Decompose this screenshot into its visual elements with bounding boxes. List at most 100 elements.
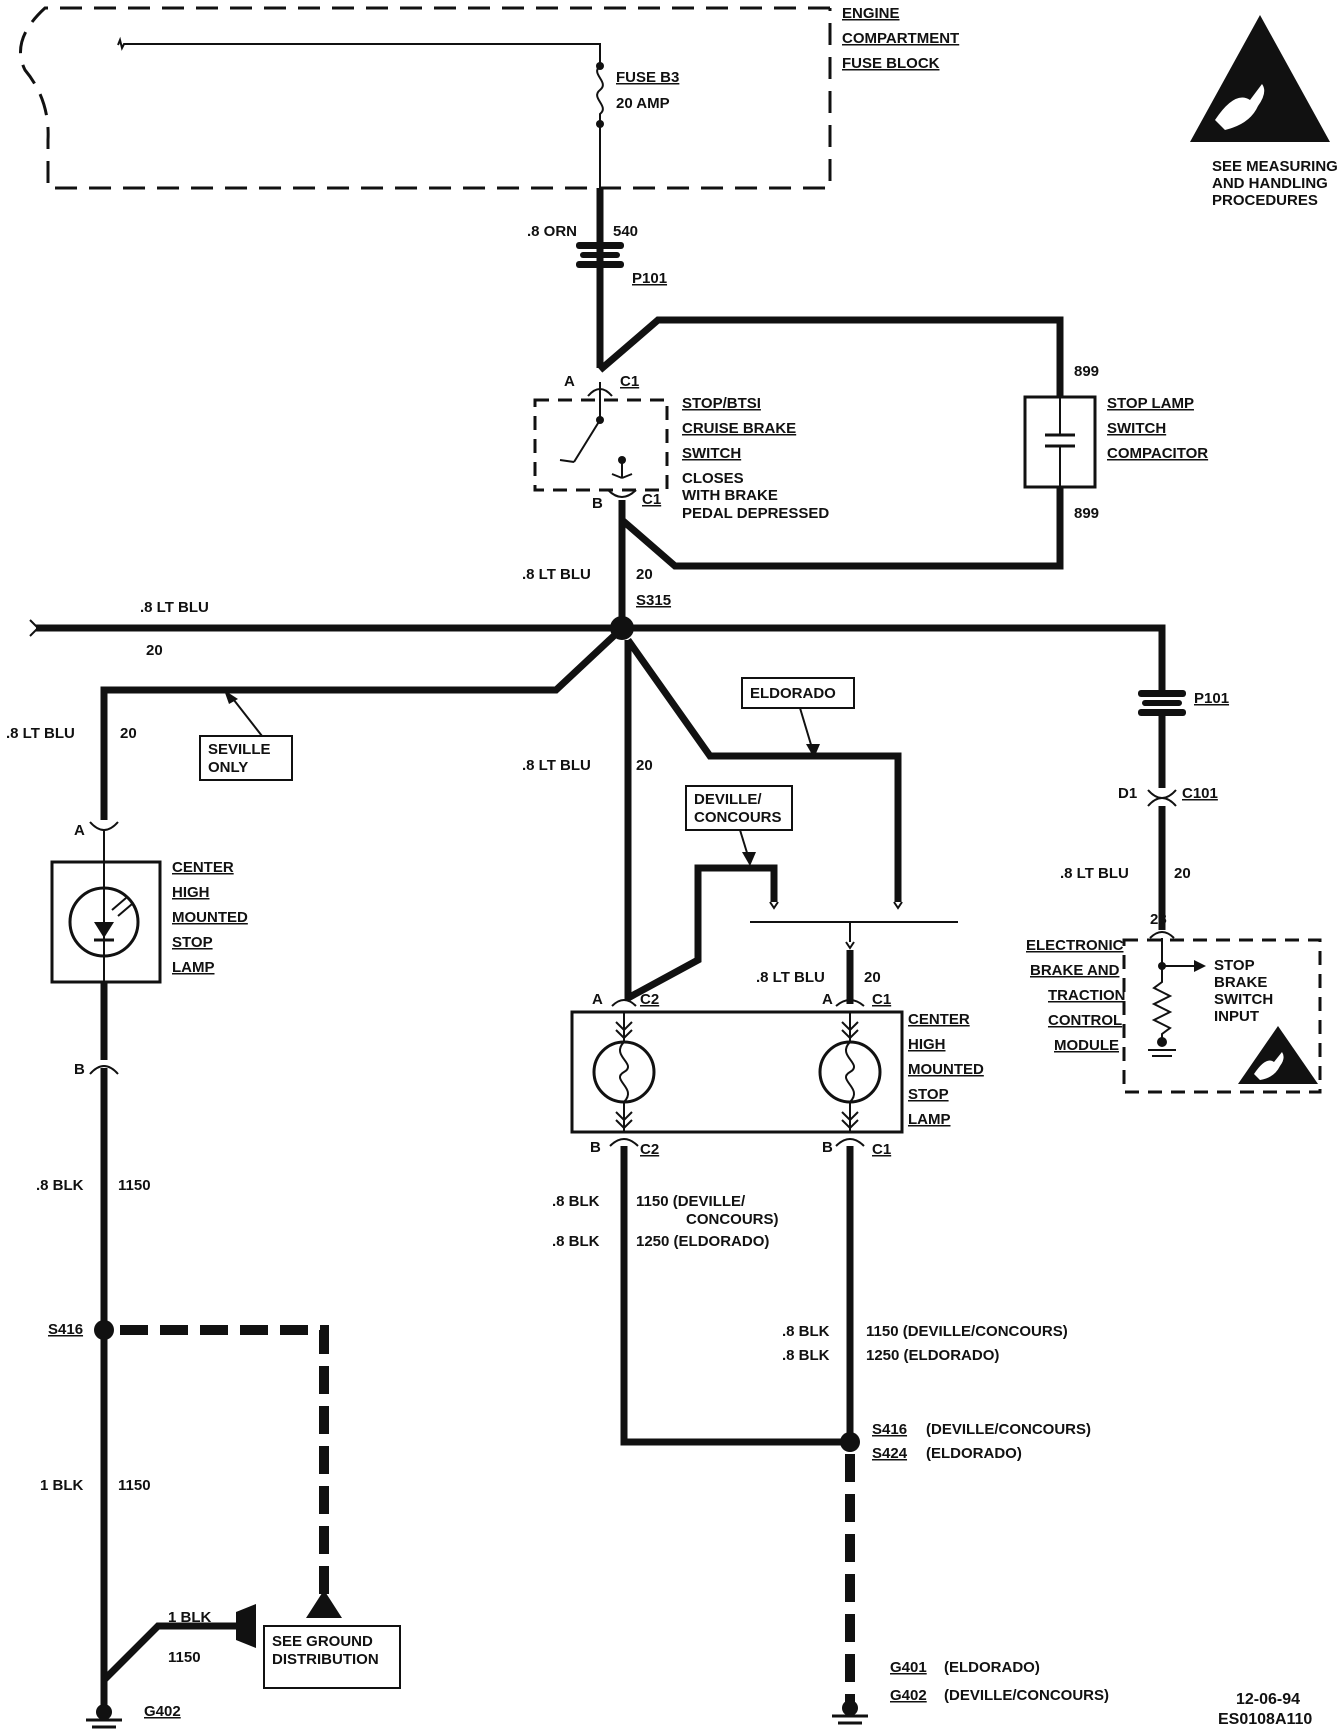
stop-switch-pin-a: A	[564, 373, 575, 390]
stop-switch-pin-a-connector: C1	[620, 373, 639, 390]
ebtcm-input-arrow-icon	[1194, 960, 1206, 972]
seville-tag-pointer	[229, 694, 263, 737]
wire-bus-right	[622, 624, 1166, 690]
ground-distribution-connector	[236, 1604, 256, 1648]
ebtcm-label-1: ELECTRONIC	[1026, 937, 1124, 954]
ebtcm-resistor	[1151, 966, 1173, 1042]
deville-tag-pointer	[739, 829, 749, 857]
wire-ground-distribution	[101, 1622, 240, 1683]
ground-right-icon	[832, 1700, 868, 1725]
eldorado-tag-box	[741, 677, 855, 709]
footer-date: 12-06-94	[1236, 1691, 1300, 1708]
stop-switch-pivot	[596, 416, 604, 424]
deville-tag-1: DEVILLE/	[694, 791, 762, 808]
center-lamp-c1-top: C1	[872, 991, 891, 1008]
left-lamp-connector-b	[89, 1065, 119, 1075]
fuse-block-label-1: ENGINE	[842, 5, 900, 22]
left-lamp-label-4: STOP	[172, 934, 213, 951]
ground-right-g401: G401	[890, 1659, 927, 1676]
left-lamp-label-5: LAMP	[172, 959, 215, 976]
splice-right-s424-note: (ELDORADO)	[926, 1445, 1022, 1462]
s416-left-label: S416	[48, 1321, 83, 1338]
ground-distribution-arrow	[306, 1590, 342, 1618]
center-lamp-label-2: HIGH	[908, 1036, 946, 1053]
wire-540-gauge: .8 ORN	[527, 223, 577, 240]
ebtcm-pin: 28	[1150, 911, 1167, 928]
seville-tag-box	[199, 735, 293, 781]
eldorado-tag-pointer	[799, 707, 813, 749]
wire-blk-right-gauge-1: .8 BLK	[782, 1323, 830, 1340]
wire-deville-end	[769, 901, 779, 910]
ground-dist-gauge: 1 BLK	[168, 1609, 212, 1626]
wire-blk-mid-gauge-1: .8 BLK	[552, 1193, 600, 1210]
deville-tag-2: CONCOURS	[694, 809, 782, 826]
wire-blk-mid-circuit-1: 1150 (DEVILLE/	[636, 1193, 746, 1210]
s315-label: S315	[636, 592, 671, 609]
wire-c1-gauge: .8 LT BLU	[756, 969, 825, 986]
center-lamp-box	[570, 1010, 904, 1134]
ebtcm-label-3: TRACTION	[1048, 987, 1126, 1004]
stop-switch-label-2: CRUISE BRAKE	[682, 420, 796, 437]
wire-blk-mid	[620, 1146, 850, 1446]
option-bracket-pin	[845, 922, 855, 950]
fuse-block-outline	[19, 6, 832, 190]
eldorado-tag: ELDORADO	[750, 685, 836, 702]
esd-small-icon	[1238, 1026, 1318, 1084]
p101-right-connector	[1138, 690, 1186, 716]
fuse-element	[596, 65, 604, 123]
ground-right-g402: G402	[890, 1687, 927, 1704]
wire-blk-mid-circuit-1b: CONCOURS)	[686, 1211, 779, 1228]
wire-blk-right-circuit-1: 1150 (DEVILLE/CONCOURS)	[866, 1323, 1068, 1340]
esd-note-1: SEE MEASURING	[1212, 158, 1338, 175]
seville-tag-2: ONLY	[208, 759, 248, 776]
wire-899-bottom	[619, 487, 1064, 570]
wire-blk-left-circuit: 1150	[118, 1177, 151, 1194]
splice-right-s424: S424	[872, 1445, 908, 1462]
center-lamp-connector-c2-top	[611, 999, 637, 1007]
splice-s416-left	[94, 1320, 114, 1340]
ebtcm-ground-icon	[1148, 1037, 1176, 1057]
ebtcm-input-3: SWITCH	[1214, 991, 1273, 1008]
fuse-rating: 20 AMP	[616, 95, 670, 112]
splice-right	[840, 1432, 860, 1452]
center-lamp-c2-top: C2	[640, 991, 659, 1008]
fuse-block-label-3: FUSE BLOCK	[842, 55, 940, 72]
p101-top-label: P101	[632, 270, 667, 287]
center-lamp-bulb-left	[592, 1012, 656, 1132]
ebtcm-input-2: BRAKE	[1214, 974, 1267, 991]
center-lamp-label-1: CENTER	[908, 1011, 970, 1028]
ebtcm-input-4: INPUT	[1214, 1008, 1259, 1025]
wire-blk-right-circuit-2: 1250 (ELDORADO)	[866, 1347, 999, 1364]
stop-switch-label-6: PEDAL DEPRESSED	[682, 505, 829, 522]
wire-540-circuit: 540	[613, 223, 638, 240]
footer-code: ES0108A110	[1218, 1711, 1312, 1728]
stop-switch-label-1: STOP/BTSI	[682, 395, 761, 412]
ebtcm-label-5: MODULE	[1054, 1037, 1119, 1054]
ebtcm-label-2: BRAKE AND	[1030, 962, 1120, 979]
esd-note-3: PROCEDURES	[1212, 192, 1318, 209]
wire-left-gauge: .8 LT BLU	[6, 725, 75, 742]
capacitor-label-3: COMPACITOR	[1107, 445, 1208, 462]
wire-blk-left-gauge: .8 BLK	[36, 1177, 84, 1194]
wire-899-top	[597, 316, 1064, 397]
wire-eldorado-branch	[625, 637, 902, 902]
stop-switch-label-4: CLOSES	[682, 470, 744, 487]
wire-1blk-circuit: 1150	[118, 1477, 151, 1494]
ground-dist-note-1: SEE GROUND	[272, 1633, 373, 1650]
capacitor-wire-top: 899	[1074, 363, 1099, 380]
deville-tag-arrowhead	[742, 852, 756, 866]
center-lamp-label-4: STOP	[908, 1086, 949, 1103]
fuse-name: FUSE B3	[616, 69, 679, 86]
c101-label: C101	[1182, 785, 1218, 802]
p101-top-connector	[576, 242, 624, 268]
ground-left-icon	[86, 1704, 122, 1729]
stop-switch-fixed-contact	[618, 456, 626, 464]
stop-switch-box	[533, 398, 669, 492]
ground-right-g402-note: (DEVILLE/CONCOURS)	[944, 1687, 1109, 1704]
splice-right-s416-note: (DEVILLE/CONCOURS)	[926, 1421, 1091, 1438]
ebtcm-box	[1122, 938, 1322, 1094]
center-lamp-pin-b-right: B	[822, 1139, 833, 1156]
left-lamp-label-3: MOUNTED	[172, 909, 248, 926]
wire-blk-mid-gauge-2: .8 BLK	[552, 1233, 600, 1250]
